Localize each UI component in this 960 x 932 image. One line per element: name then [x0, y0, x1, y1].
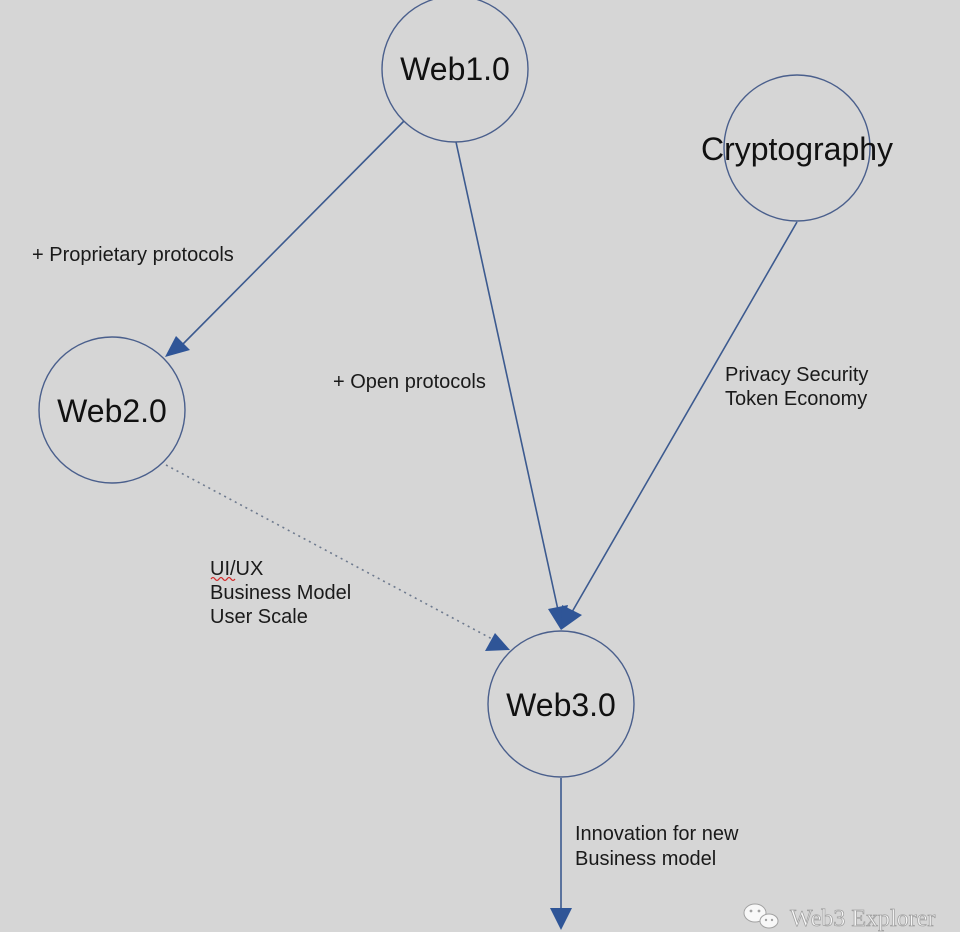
node-crypto-label: Cryptography [701, 131, 893, 167]
edge-label-innovation: Innovation for new Business model [575, 823, 739, 870]
wechat-icon [743, 903, 779, 929]
arrowhead [485, 633, 510, 651]
edge-label-innovation-line: Business model [575, 848, 716, 870]
arrowhead [550, 908, 572, 930]
watermark-text: Web3 Explorer [790, 906, 935, 932]
node-web1-label: Web1.0 [400, 51, 510, 87]
node-web2-label: Web2.0 [57, 393, 167, 429]
edge-label-uiux-line: User Scale [210, 606, 308, 628]
watermark: Web3 Explorer [743, 903, 936, 932]
edge-web2-web3 [165, 464, 510, 651]
edge-label-proprietary: + Proprietary protocols [32, 244, 234, 266]
edge-label-uiux-line: Business Model [210, 582, 351, 604]
arrowhead [561, 605, 582, 630]
node-web2: Web2.0 [38, 336, 186, 484]
edge-label-privacy-line: Token Economy [725, 388, 867, 410]
spellcheck-underline [210, 576, 236, 582]
edge-label-uiux-line: UI/UX [210, 558, 263, 580]
node-crypto: Cryptography [701, 74, 893, 222]
edge-label-innovation-line: Innovation for new [575, 823, 739, 845]
arrowhead [165, 336, 190, 357]
node-web3-label: Web3.0 [506, 687, 616, 723]
edge-label-privacy: Privacy Security Token Economy [725, 364, 868, 410]
edge-label-privacy-line: Privacy Security [725, 364, 868, 386]
edge-label-uiux: UI/UX Business Model User Scale [210, 558, 351, 628]
edge-web3-out [550, 778, 572, 930]
node-web1: Web1.0 [381, 0, 529, 143]
edge-label-open: + Open protocols [333, 371, 486, 393]
node-web3: Web3.0 [487, 630, 635, 778]
edge-crypto-web3 [561, 221, 798, 630]
edge-web1-web2 [165, 120, 405, 357]
